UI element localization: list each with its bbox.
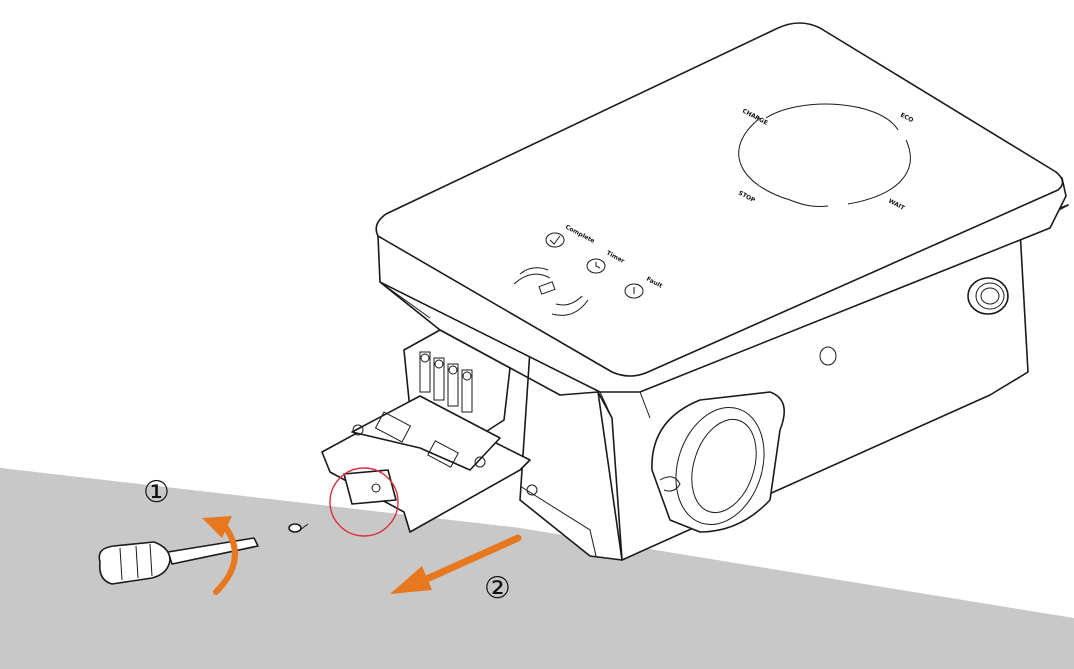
side-port: [819, 346, 837, 366]
rfid-card-icon: [513, 267, 589, 316]
screw-icon: [288, 523, 309, 533]
pull-out-arrow-icon: [390, 534, 522, 594]
counterclockwise-arrow-icon: [202, 516, 238, 595]
step-1-label: ①: [143, 475, 170, 510]
step-2-label: ②: [484, 571, 511, 606]
status-ring: [738, 103, 911, 207]
charging-socket: [651, 391, 786, 533]
mounting-bracket: [343, 469, 397, 505]
timer-icon: [586, 258, 606, 274]
rotary-knob: [967, 277, 1009, 315]
complete-icon: [545, 232, 565, 248]
screw-highlight-circle: [329, 467, 399, 537]
pcb-tray: [321, 395, 597, 557]
fault-icon: [624, 283, 644, 299]
